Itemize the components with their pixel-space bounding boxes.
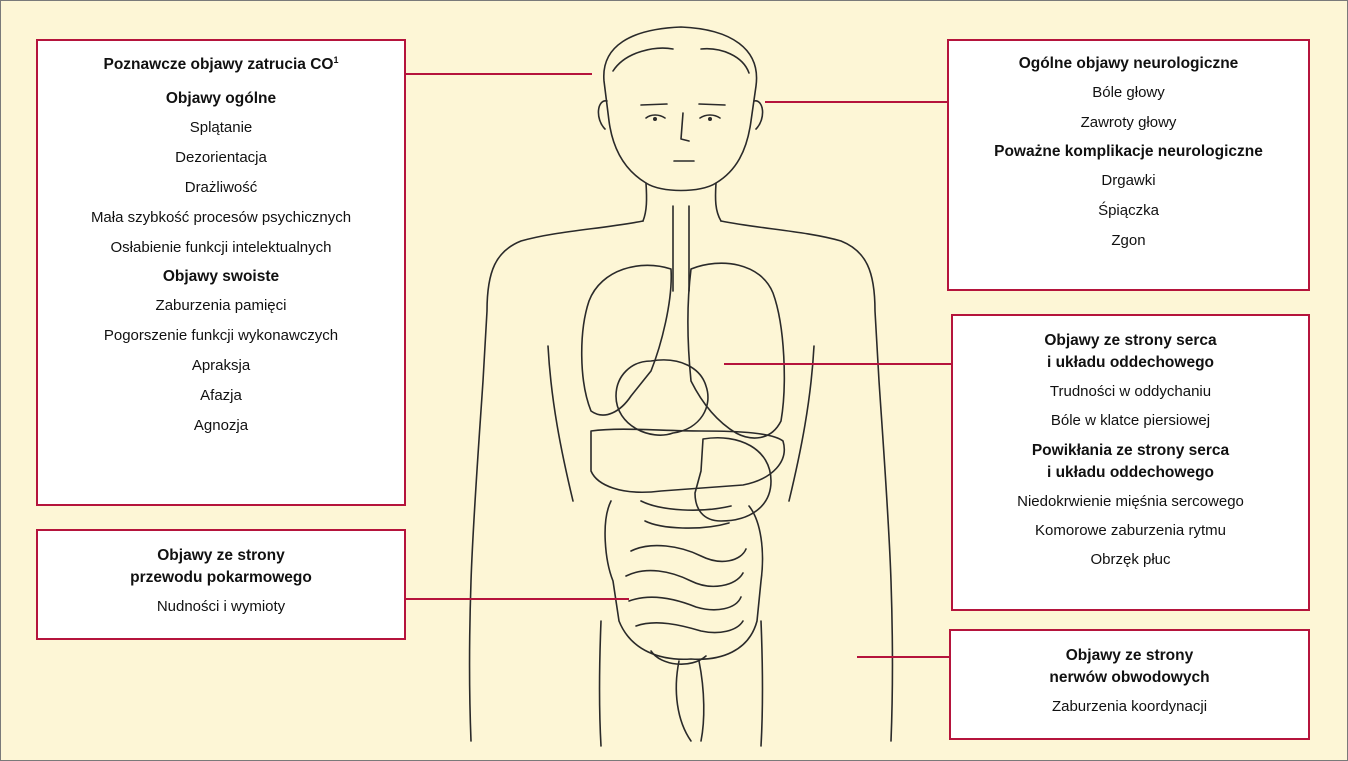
- list-item: Trudności w oddychaniu: [953, 382, 1308, 402]
- neck-left: [643, 183, 647, 221]
- torso-right: [721, 221, 893, 741]
- list-item: Osłabienie funkcji intelektualnych: [38, 238, 404, 258]
- general-symptoms-heading: Objawy ogólne: [38, 90, 404, 108]
- connector-cardio: [724, 363, 951, 365]
- list-item: Agnozja: [38, 416, 404, 436]
- cognitive-title: Poznawcze objawy zatrucia CO1: [38, 55, 404, 74]
- list-item: Drażliwość: [38, 178, 404, 198]
- list-item: Zgon: [949, 231, 1308, 251]
- list-item: Zawroty głowy: [949, 113, 1308, 133]
- list-item: Zaburzenia pamięci: [38, 296, 404, 316]
- ear-left: [598, 101, 607, 129]
- neuro-complications-heading: Poważne komplikacje neurologiczne: [949, 143, 1308, 161]
- list-item: Splątanie: [38, 118, 404, 138]
- neck-right: [716, 183, 721, 221]
- list-item: Apraksja: [38, 356, 404, 376]
- list-item: Zaburzenia koordynacji: [951, 697, 1308, 717]
- ear-right: [754, 101, 763, 129]
- neurological-symptoms-box: Ogólne objawy neurologiczne Bóle głowy Z…: [947, 39, 1310, 291]
- neuro-heading: Ogólne objawy neurologiczne: [949, 55, 1308, 73]
- list-item: Pogorszenie funkcji wykonawczych: [38, 326, 404, 346]
- cognitive-symptoms-box: Poznawcze objawy zatrucia CO1 Objawy ogó…: [36, 39, 406, 506]
- rectum: [676, 661, 691, 741]
- list-item: Śpiączka: [949, 201, 1308, 221]
- list-item: Bóle głowy: [949, 83, 1308, 103]
- list-item: Bóle w klatce piersiowej: [953, 411, 1308, 431]
- specific-symptoms-heading: Objawy swoiste: [38, 268, 404, 286]
- connector-gi: [406, 598, 629, 600]
- head-outline: [604, 27, 757, 191]
- connector-peripheral: [857, 656, 949, 658]
- list-item: Nudności i wymioty: [38, 597, 404, 617]
- list-item: Obrzęk płuc: [953, 550, 1308, 570]
- list-item: Mała szybkość procesów psychicznych: [38, 208, 404, 228]
- list-item: Komorowe zaburzenia rytmu: [953, 521, 1308, 541]
- nose: [681, 113, 689, 141]
- lung-left: [582, 265, 671, 415]
- connector-cognitive: [406, 73, 592, 75]
- eyebrow-right: [699, 104, 725, 105]
- list-item: Afazja: [38, 386, 404, 406]
- list-item: Drgawki: [949, 171, 1308, 191]
- connector-neuro: [765, 101, 947, 103]
- list-item: Niedokrwienie mięśnia sercowego: [953, 492, 1308, 512]
- large-intestine: [605, 501, 762, 659]
- list-item: Dezorientacja: [38, 148, 404, 168]
- torso-left: [470, 221, 644, 741]
- eyebrow-left: [641, 104, 667, 105]
- lung-right: [688, 263, 784, 438]
